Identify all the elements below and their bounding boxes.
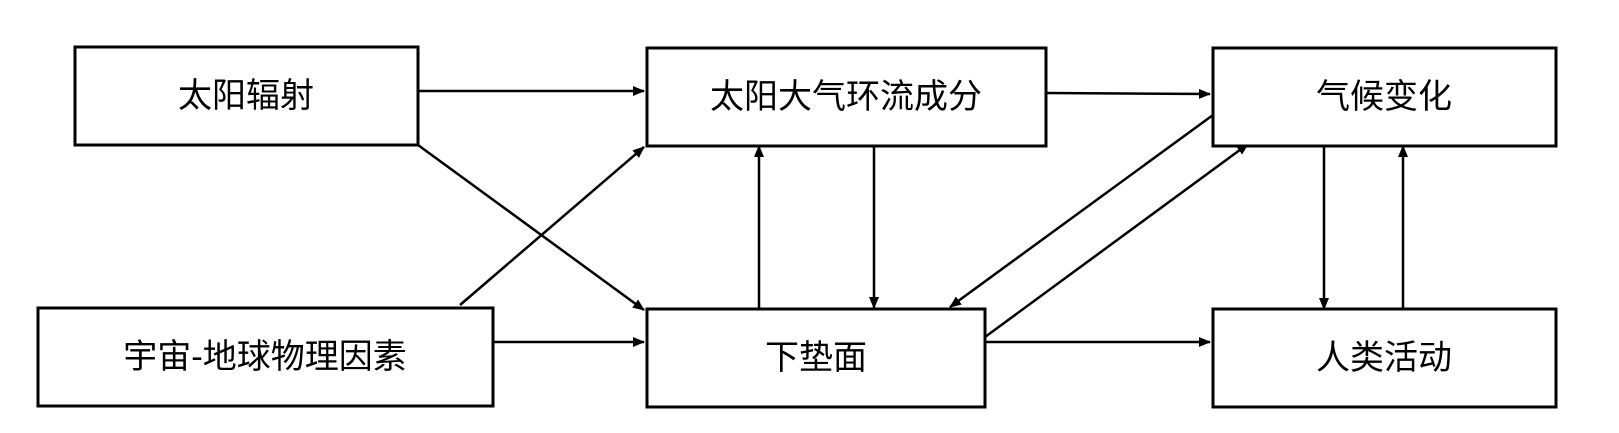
edge-layer: [417, 86, 1408, 347]
arrow-climate-change-to-underlying-surface: [949, 113, 1214, 309]
arrow-solar-radiation-to-underlying-surface: [417, 143, 645, 312]
arrow-circulation-to-climate-change: [1045, 88, 1211, 99]
node-underlying-surface-label: 下垫面: [765, 338, 867, 378]
node-underlying-surface: 下垫面: [645, 307, 987, 409]
node-solar-radiation: 太阳辐射: [73, 45, 420, 147]
node-climate-change-label: 气候变化: [1316, 77, 1452, 117]
arrow-cosmic-factors-to-circulation: [459, 146, 645, 306]
node-solar-atmospheric-circulation: 太阳大气环流成分: [645, 46, 1048, 148]
node-cosmic-geophysical-factors-label: 宇宙-地球物理因素: [123, 337, 407, 377]
node-human-activity: 人类活动: [1211, 307, 1558, 409]
node-cosmic-geophysical-factors: 宇宙-地球物理因素: [36, 306, 495, 408]
node-solar-atmospheric-circulation-label: 太阳大气环流成分: [710, 77, 982, 117]
node-climate-change: 气候变化: [1211, 46, 1558, 148]
node-human-activity-label: 人类活动: [1316, 338, 1452, 378]
node-solar-radiation-label: 太阳辐射: [178, 76, 314, 116]
arrow-underlying-surface-to-climate-change: [984, 142, 1249, 339]
